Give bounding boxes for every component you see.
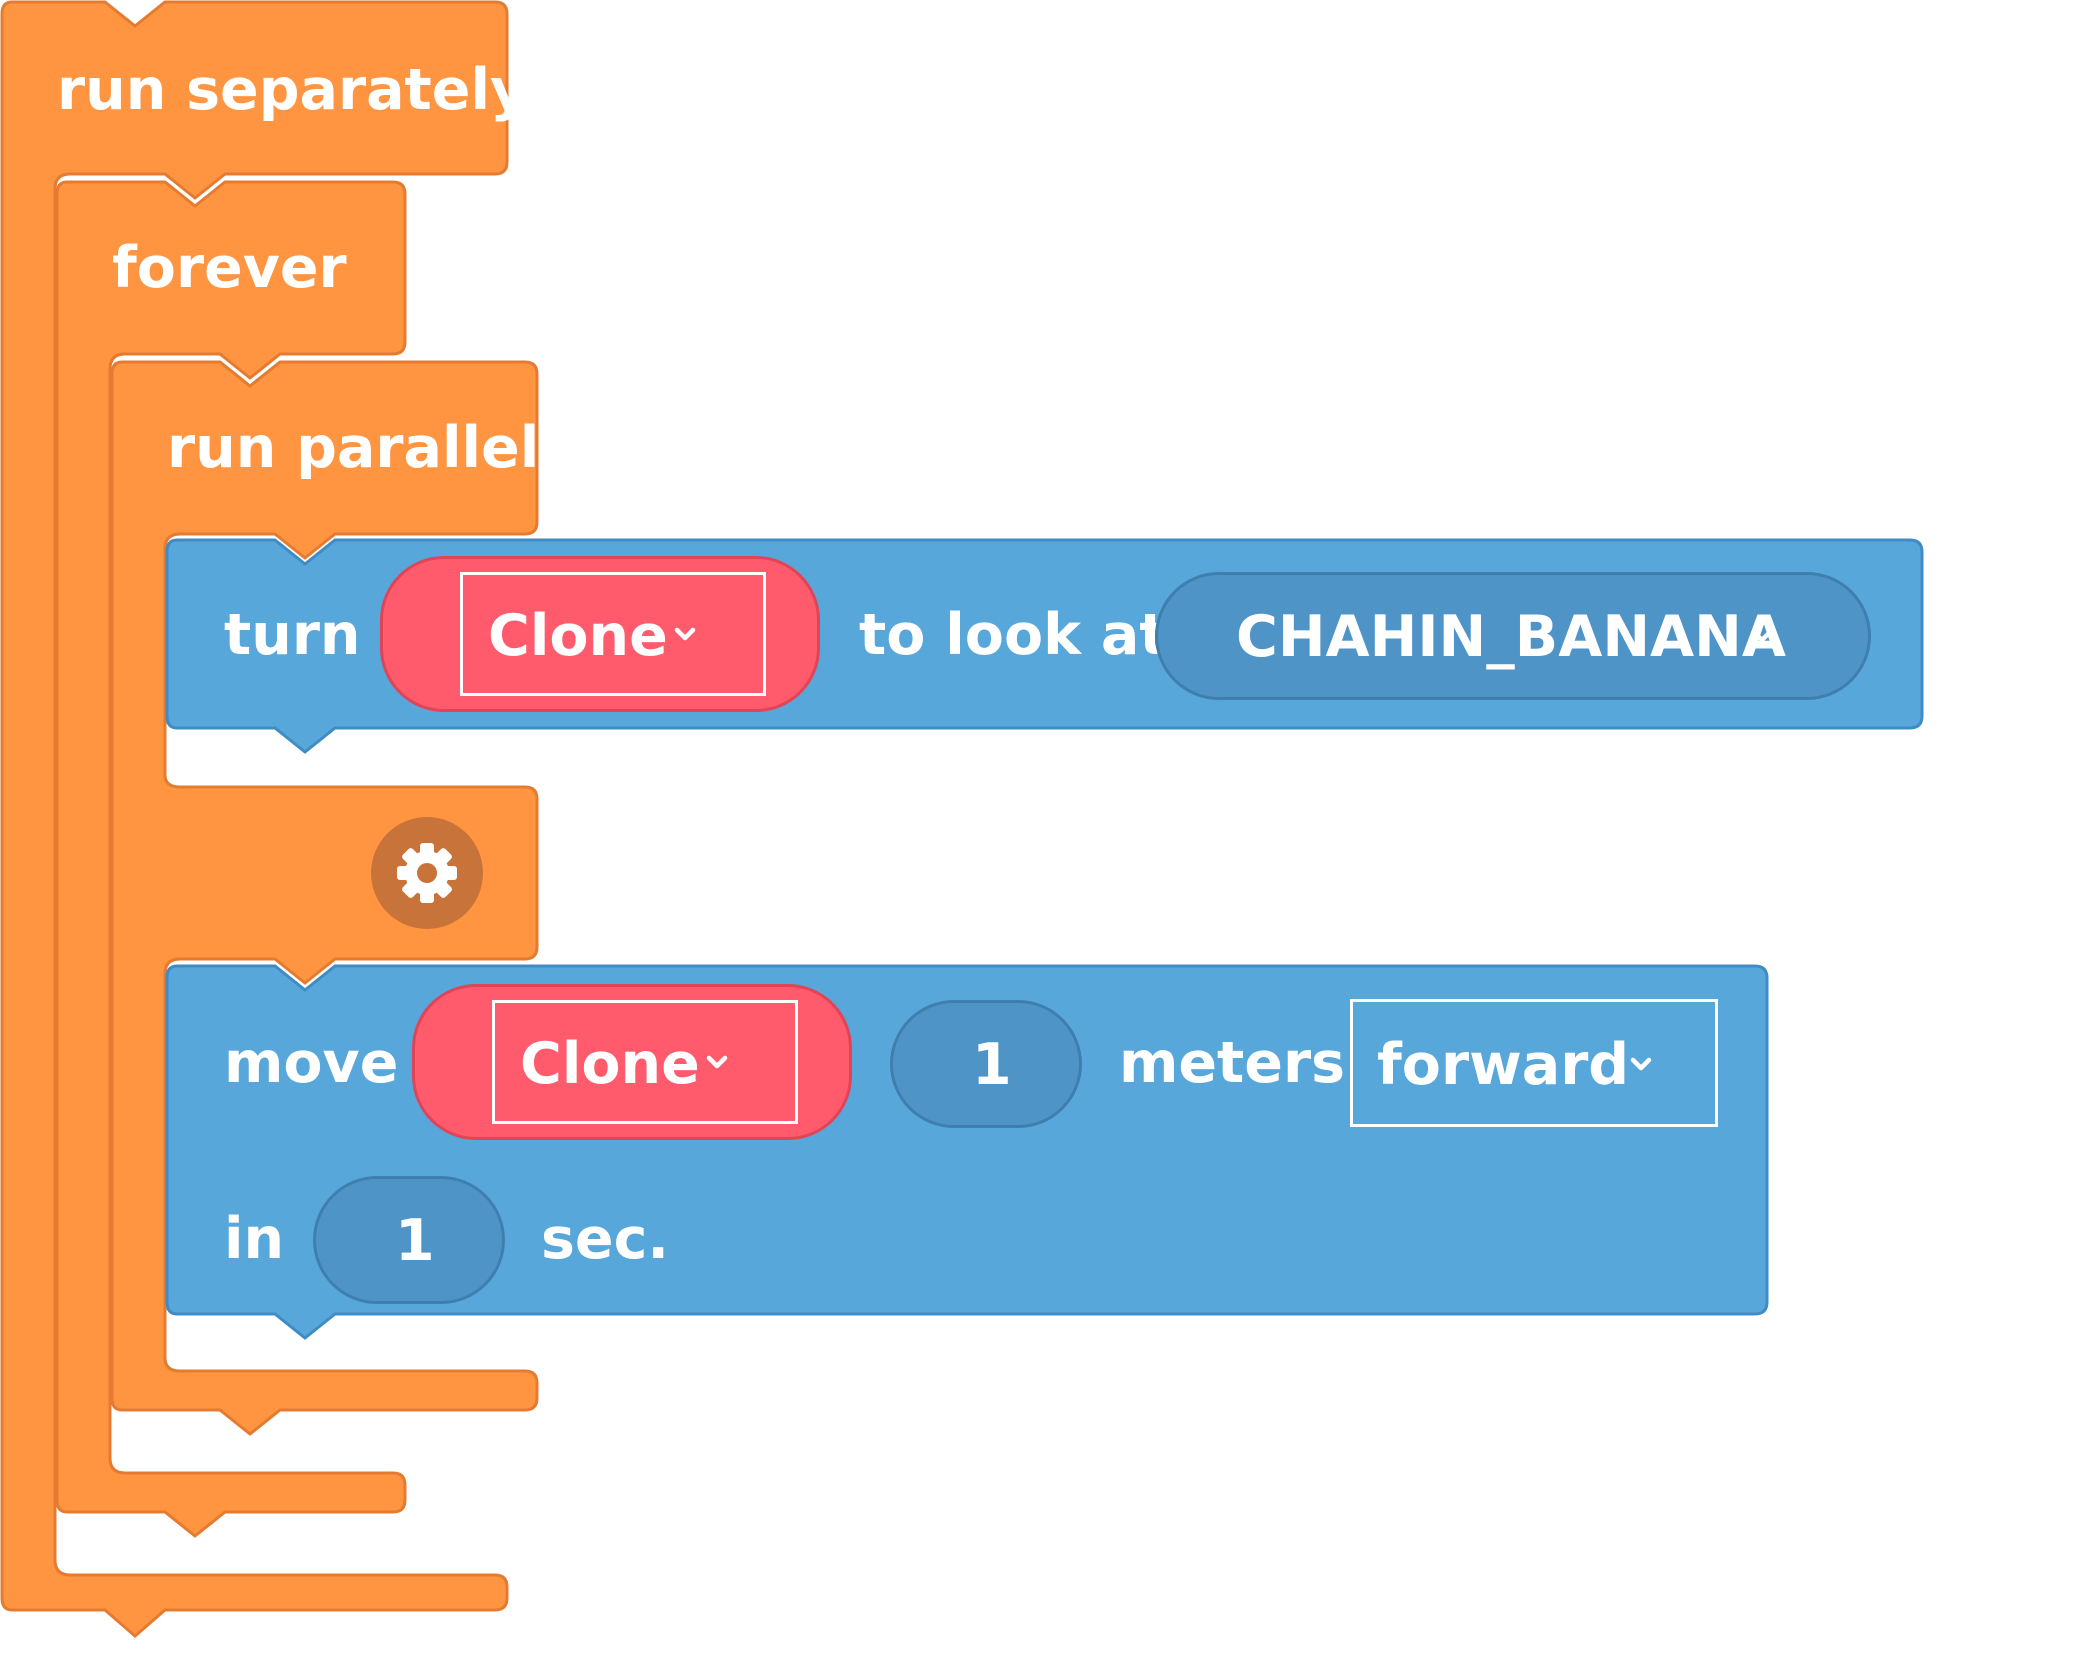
distance-value: 1 bbox=[972, 1032, 1012, 1098]
move-object-dropdown-box[interactable]: Clone bbox=[492, 1000, 798, 1124]
run-parallel-block[interactable] bbox=[110, 360, 539, 1436]
turn-label: turn bbox=[224, 602, 361, 668]
forever-block[interactable] bbox=[55, 180, 407, 1538]
turn-object-dropdown[interactable]: Clone bbox=[380, 556, 820, 712]
move-object-value: Clone bbox=[520, 1031, 700, 1097]
move-label: move bbox=[224, 1030, 399, 1096]
chevron-down-icon bbox=[1751, 629, 1773, 643]
direction-value: forward bbox=[1377, 1032, 1630, 1098]
distance-input[interactable]: 1 bbox=[890, 1000, 1082, 1128]
forever-label: forever bbox=[112, 235, 347, 301]
run-separately-label: run separately bbox=[57, 57, 528, 123]
meters-label: meters bbox=[1119, 1030, 1345, 1096]
direction-dropdown[interactable]: forward bbox=[1350, 999, 1718, 1127]
chevron-down-icon bbox=[674, 627, 696, 641]
move-object-dropdown[interactable]: Clone bbox=[412, 984, 852, 1140]
time-input[interactable]: 1 bbox=[313, 1176, 505, 1304]
to-look-at-label: to look at bbox=[859, 602, 1167, 668]
chevron-down-icon bbox=[706, 1055, 728, 1069]
time-value: 1 bbox=[395, 1208, 435, 1274]
in-label: in bbox=[224, 1206, 285, 1272]
turn-object-dropdown-box[interactable]: Clone bbox=[460, 572, 766, 696]
chevron-down-icon bbox=[1630, 1057, 1652, 1071]
gear-icon[interactable] bbox=[371, 817, 483, 929]
run-separately-block[interactable] bbox=[0, 0, 509, 1638]
turn-object-value: Clone bbox=[488, 603, 668, 669]
run-parallel-label: run parallel bbox=[167, 415, 540, 481]
look-target-value: CHAHIN_BANANA bbox=[1236, 604, 1786, 670]
look-target-dropdown[interactable]: CHAHIN_BANANA bbox=[1155, 572, 1871, 700]
sec-label: sec. bbox=[541, 1206, 670, 1272]
